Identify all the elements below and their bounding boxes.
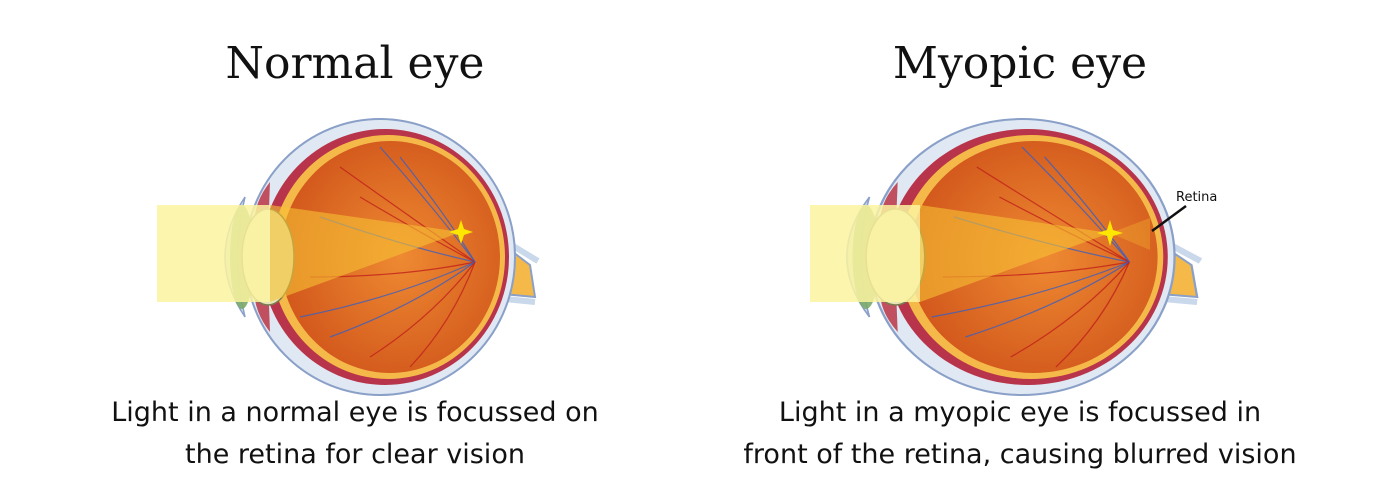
blood-vessel: [329, 261, 476, 338]
myopic-eye-caption: Light in a myopic eye is focussed in fro…: [670, 392, 1370, 476]
blood-vessel: [399, 156, 476, 263]
blood-vessel: [1010, 261, 1130, 358]
blood-vessel: [369, 261, 476, 358]
blood-vessel: [409, 261, 476, 368]
normal-eye-title: Normal eye: [225, 38, 485, 89]
retina-pointer-line: [1151, 204, 1187, 233]
blood-vessel: [1055, 261, 1130, 368]
myopic-focus-star: [1097, 220, 1123, 246]
blood-vessel: [1044, 156, 1130, 263]
normal-caption-line-1: Light in a normal eye is focussed on: [111, 397, 599, 428]
normal-focus-star: [449, 220, 473, 244]
normal-light-beam: [157, 205, 461, 302]
myopic-light-beam: [810, 205, 1150, 302]
retina-label: Retina: [1176, 190, 1217, 205]
blood-vessel: [339, 166, 476, 263]
blood-vessel: [379, 146, 476, 263]
blood-vessel: [965, 261, 1130, 338]
myopic-eye-title: Myopic eye: [892, 38, 1148, 89]
blood-vessel: [931, 261, 1130, 318]
blood-vessel: [1021, 146, 1130, 263]
blood-vessel: [299, 261, 476, 318]
normal-eye-caption: Light in a normal eye is focussed on the…: [5, 392, 705, 476]
myopic-caption-line-1: Light in a myopic eye is focussed in: [778, 397, 1262, 428]
myopic-caption-line-2: front of the retina, causing blurred vis…: [743, 439, 1297, 470]
normal-caption-line-2: the retina for clear vision: [185, 439, 525, 470]
blood-vessel: [976, 166, 1130, 263]
